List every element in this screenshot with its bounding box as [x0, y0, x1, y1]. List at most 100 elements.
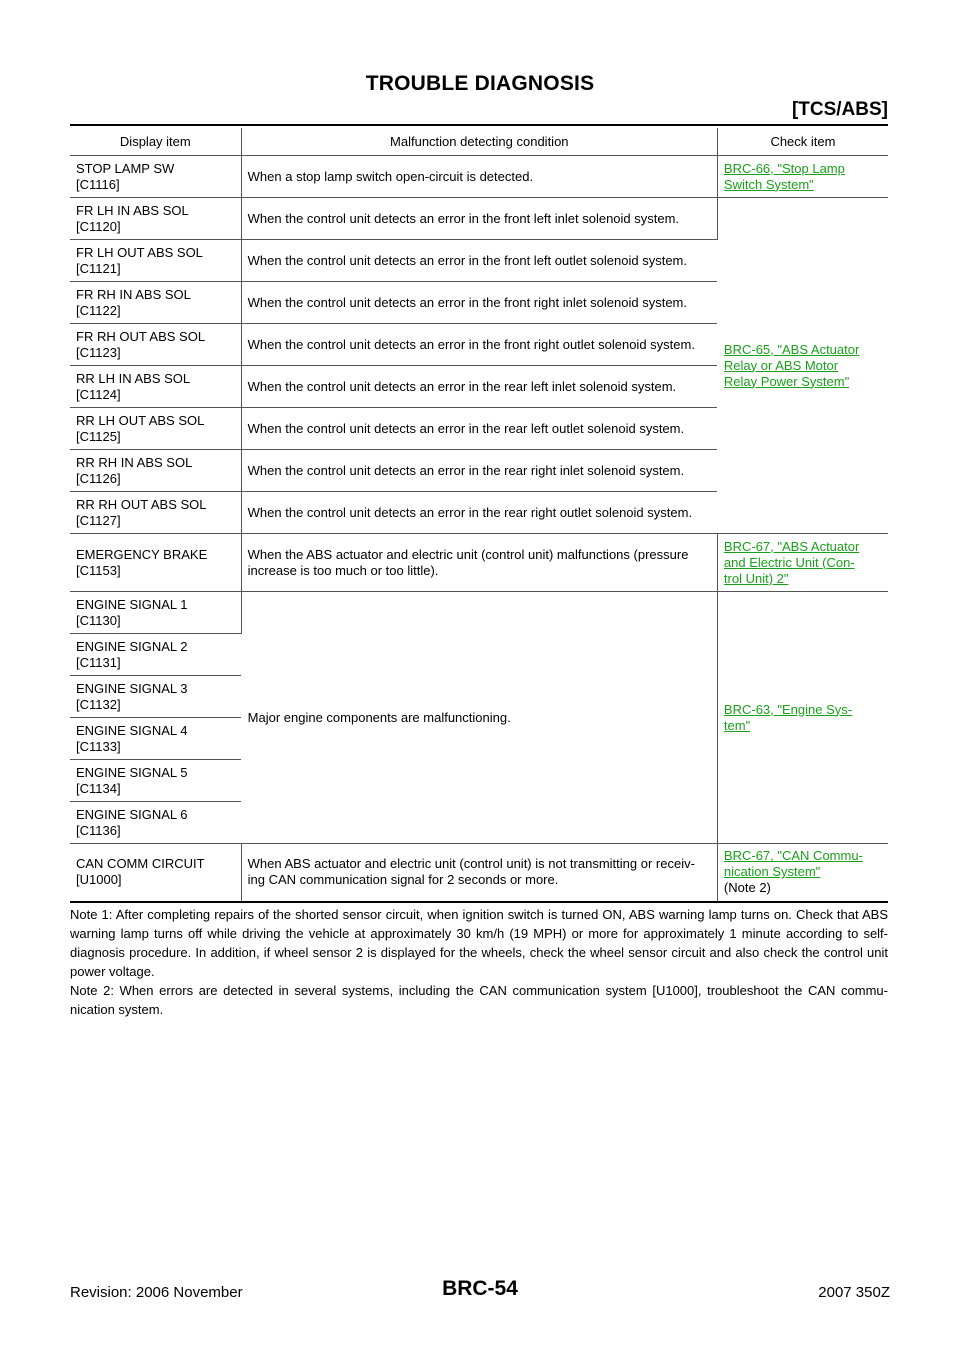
- link-text: trol Unit) 2": [723, 570, 789, 586]
- display-item-name: ENGINE SIGNAL 5: [76, 764, 188, 780]
- display-item-name: STOP LAMP SW: [76, 160, 175, 176]
- condition-cell: Major engine components are malfunctioni…: [241, 591, 718, 844]
- check-item-link[interactable]: BRC-66, "Stop Lamp Switch System": [724, 161, 845, 192]
- display-item-name: RR LH IN ABS SOL: [76, 370, 191, 386]
- column-header-check-item: Check item: [717, 128, 888, 156]
- display-item-cell: RR LH OUT ABS SOL[C1125]: [70, 407, 242, 450]
- condition-cell: When the control unit detects an error i…: [241, 239, 718, 282]
- check-item-cell: BRC-65, "ABS Actuator Relay or ABS Motor…: [717, 197, 888, 534]
- display-item-cell: ENGINE SIGNAL 6[C1136]: [70, 801, 242, 844]
- display-item-code: [U1000]: [76, 872, 122, 888]
- table-row: EMERGENCY BRAKE[C1153] When the ABS actu…: [70, 533, 888, 592]
- table-row: ENGINE SIGNAL 5[C1134]: [70, 759, 888, 802]
- table-row: FR RH IN ABS SOL[C1122] When the control…: [70, 281, 888, 324]
- table-row: FR LH OUT ABS SOL[C1121] When the contro…: [70, 239, 888, 282]
- display-item-code: [C1124]: [76, 386, 121, 402]
- check-item-cell: BRC-67, "ABS Actuator and Electric Unit …: [717, 533, 888, 592]
- display-item-name: CAN COMM CIRCUIT: [76, 856, 205, 872]
- display-item-cell: ENGINE SIGNAL 3[C1132]: [70, 675, 242, 718]
- display-item-code: [C1136]: [76, 822, 121, 838]
- display-item-name: ENGINE SIGNAL 1: [76, 596, 188, 612]
- condition-cell: When the control unit detects an error i…: [241, 323, 718, 366]
- display-item-name: ENGINE SIGNAL 3: [76, 680, 188, 696]
- condition-cell: When the control unit detects an error i…: [241, 281, 718, 324]
- display-item-cell: ENGINE SIGNAL 2[C1131]: [70, 633, 242, 676]
- display-item-cell: ENGINE SIGNAL 5[C1134]: [70, 759, 242, 802]
- check-item-cell: BRC-66, "Stop Lamp Switch System": [717, 155, 888, 198]
- table-row: RR LH OUT ABS SOL[C1125] When the contro…: [70, 407, 888, 450]
- check-item-link[interactable]: BRC-63, "Engine Sys-tem": [724, 702, 852, 733]
- check-item-link[interactable]: BRC-67, "ABS Actuator and Electric Unit …: [724, 539, 859, 586]
- display-item-name: ENGINE SIGNAL 2: [76, 638, 188, 654]
- display-item-code: [C1131]: [76, 654, 121, 670]
- table-row: ENGINE SIGNAL 2[C1131]: [70, 633, 888, 676]
- link-text: BRC-66, "Stop Lamp: [723, 160, 845, 176]
- display-item-name: EMERGENCY BRAKE: [76, 546, 208, 562]
- link-text: BRC-63, "Engine Sys-: [723, 701, 853, 717]
- check-item-cell: BRC-67, "CAN Commu-nication System"(Note…: [717, 843, 888, 903]
- condition-cell: When ABS actuator and electric unit (con…: [241, 843, 718, 903]
- check-item-link[interactable]: BRC-65, "ABS Actuator Relay or ABS Motor…: [724, 342, 859, 389]
- condition-cell: When the ABS actuator and electric unit …: [241, 533, 718, 592]
- check-item-cell: BRC-63, "Engine Sys-tem": [717, 591, 888, 844]
- display-item-cell: FR LH IN ABS SOL[C1120]: [70, 197, 242, 240]
- table-row: RR LH IN ABS SOL[C1124] When the control…: [70, 365, 888, 408]
- display-item-code: [C1123]: [76, 344, 121, 360]
- display-item-name: FR LH OUT ABS SOL: [76, 244, 203, 260]
- link-text: and Electric Unit (Con-: [723, 554, 855, 570]
- display-item-code: [C1121]: [76, 260, 121, 276]
- column-header-display-item: Display item: [70, 128, 242, 156]
- display-item-name: FR RH IN ABS SOL: [76, 286, 191, 302]
- display-item-cell: FR RH OUT ABS SOL[C1123]: [70, 323, 242, 366]
- table-row: RR RH OUT ABS SOL[C1127] When the contro…: [70, 491, 888, 534]
- display-item-cell: RR RH IN ABS SOL[C1126]: [70, 449, 242, 492]
- display-item-name: FR RH OUT ABS SOL: [76, 328, 206, 344]
- display-item-name: ENGINE SIGNAL 4: [76, 722, 188, 738]
- revision-label: Revision: 2006 November: [70, 1284, 243, 1301]
- display-item-code: [C1130]: [76, 612, 121, 628]
- link-text: Switch System": [723, 176, 814, 192]
- display-item-cell: ENGINE SIGNAL 1[C1130]: [70, 591, 242, 634]
- display-item-name: RR RH IN ABS SOL: [76, 454, 193, 470]
- table-row: RR RH IN ABS SOL[C1126] When the control…: [70, 449, 888, 492]
- table-row: ENGINE SIGNAL 4[C1133]: [70, 717, 888, 760]
- column-header-condition: Malfunction detecting condition: [241, 128, 718, 156]
- table-row: CAN COMM CIRCUIT[U1000] When ABS actuato…: [70, 843, 888, 903]
- table-header-row: Display item Malfunction detecting condi…: [70, 128, 888, 156]
- display-item-cell: RR LH IN ABS SOL[C1124]: [70, 365, 242, 408]
- section-label: [TCS/ABS]: [791, 99, 888, 120]
- check-item-note: (Note 2): [723, 880, 771, 896]
- display-item-cell: CAN COMM CIRCUIT[U1000]: [70, 843, 242, 903]
- display-item-code: [C1134]: [76, 780, 121, 796]
- display-item-code: [C1132]: [76, 696, 121, 712]
- display-item-name: RR LH OUT ABS SOL: [76, 412, 205, 428]
- condition-cell: When the control unit detects an error i…: [241, 407, 718, 450]
- display-item-cell: FR LH OUT ABS SOL[C1121]: [70, 239, 242, 282]
- display-item-code: [C1153]: [76, 562, 121, 578]
- link-text: BRC-67, "ABS Actuator: [723, 538, 860, 554]
- display-item-code: [C1120]: [76, 218, 121, 234]
- link-text: tem": [723, 717, 751, 733]
- display-item-name: FR LH IN ABS SOL: [76, 202, 189, 218]
- table-row: ENGINE SIGNAL 1[C1130] Major engine comp…: [70, 591, 888, 844]
- display-item-code: [C1126]: [76, 470, 121, 486]
- note-2: Note 2: When errors are detected in seve…: [70, 983, 888, 1017]
- table-row: ENGINE SIGNAL 3[C1132]: [70, 675, 888, 718]
- display-item-name: ENGINE SIGNAL 6: [76, 806, 188, 822]
- diagnosis-table: Display item Malfunction detecting condi…: [70, 128, 888, 903]
- display-item-cell: RR RH OUT ABS SOL[C1127]: [70, 491, 242, 534]
- notes-section: Note 1: After completing repairs of the …: [70, 905, 888, 1019]
- condition-cell: When the control unit detects an error i…: [241, 197, 718, 240]
- check-item-link[interactable]: BRC-67, "CAN Commu-nication System": [724, 848, 863, 879]
- condition-cell: When a stop lamp switch open-circuit is …: [241, 155, 718, 198]
- link-text: Relay Power System": [723, 373, 850, 389]
- condition-cell: When the control unit detects an error i…: [241, 365, 718, 408]
- display-item-code: [C1125]: [76, 428, 121, 444]
- link-text: Relay or ABS Motor: [723, 357, 839, 373]
- display-item-code: [C1116]: [76, 176, 120, 192]
- table-row: STOP LAMP SW[C1116] When a stop lamp swi…: [70, 155, 888, 198]
- note-1: Note 1: After completing repairs of the …: [70, 907, 888, 979]
- table-row: FR RH OUT ABS SOL[C1123] When the contro…: [70, 323, 888, 366]
- display-item-cell: ENGINE SIGNAL 4[C1133]: [70, 717, 242, 760]
- display-item-code: [C1127]: [76, 512, 121, 528]
